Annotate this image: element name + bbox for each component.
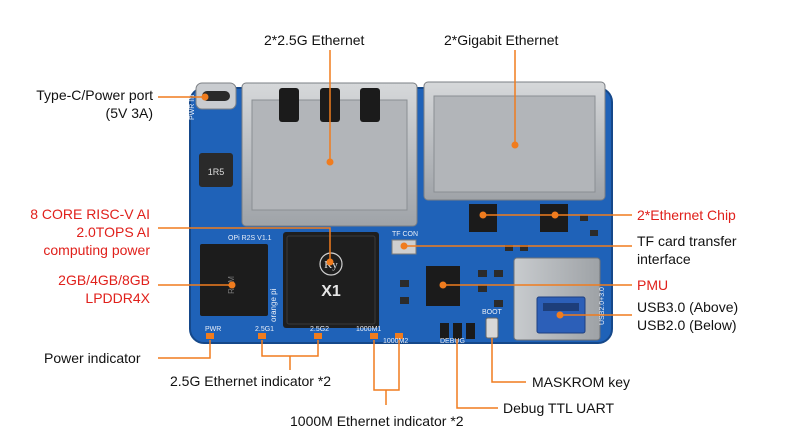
passive-components [400,215,598,307]
callout-cpu [158,227,331,262]
callout-dots [201,93,564,319]
callout-lines [158,50,632,409]
label-ram-line1: 2GB/4GB/8GB [58,272,150,288]
type-c-opening [202,91,230,101]
silk-1000m1: 1000M1 [356,326,381,333]
label-pmu: PMU [637,277,669,293]
label-cpu-line3: computing power [43,242,150,258]
silk-2g5-2: 2.5G2 [310,326,329,333]
label-typec-line1: Type-C/Power port [36,87,153,103]
silk-usb: USB2.0+3.0 [599,287,606,325]
label-gbe: 2*Gigabit Ethernet [444,32,559,48]
silk-logo: orange pi [269,288,278,322]
label-cpu-line1: 8 CORE RISC-V AI [30,206,150,222]
label-tf-line2: interface [637,251,691,267]
silk-model: OPi R2S V1.1 [228,235,272,242]
callout-maskrom [491,338,526,383]
label-tf: TF card transfer interface [637,232,737,268]
silk-debug: DEBUG [440,338,465,345]
ram-chip [200,244,268,316]
label-eth-chip: 2*Ethernet Chip [637,207,736,223]
label-usb-line2: USB2.0 (Below) [637,317,737,333]
label-cpu-line2: 2.0TOPS AI [76,224,150,240]
debug-uart-header [440,323,475,339]
callout-eth1000-ind [373,340,400,391]
soc-chip-border [286,235,376,325]
label-ram-line2: LPDDR4X [85,290,150,306]
label-maskrom: MASKROM key [532,374,631,390]
soc-model: X1 [321,283,341,300]
callout-debug [456,339,498,409]
silk-1000m2: 1000M2 [383,338,408,345]
label-cpu: 8 CORE RISC-V AI 2.0TOPS AI computing po… [0,205,150,259]
soc-chip [283,232,379,328]
label-eth25-ind: 2.5G Ethernet indicator *2 [170,373,332,389]
usb-port-tongue [543,303,579,311]
inductor [199,153,233,187]
inductor-mark: 1R5 [208,167,225,177]
silk-tfcon: TF CON [392,231,418,238]
label-usb-line1: USB3.0 (Above) [637,299,739,315]
label-ram: 2GB/4GB/8GB LPDDR4X [0,271,150,307]
silk-2g5-1: 2.5G1 [255,326,274,333]
label-typec: Type-C/Power port (5V 3A) [10,86,153,122]
leds [206,333,403,339]
label-tf-line1: TF card transfer [637,233,737,249]
callout-power [158,340,211,359]
soc-logo-ring [319,252,343,276]
maskrom-button [485,317,499,339]
label-eth25: 2*2.5G Ethernet [264,32,365,48]
label-debug: Debug TTL UART [503,400,615,416]
label-typec-line2: (5V 3A) [105,105,153,121]
silk-boot: BOOT [482,309,503,316]
label-power-ind: Power indicator [44,350,141,366]
silk-pwr-in: PWR IN [189,95,196,120]
label-usb: USB3.0 (Above) USB2.0 (Below) [637,298,738,334]
silk-pwr: PWR [205,326,221,333]
label-eth1000-ind: 1000M Ethernet indicator *2 [290,413,464,429]
